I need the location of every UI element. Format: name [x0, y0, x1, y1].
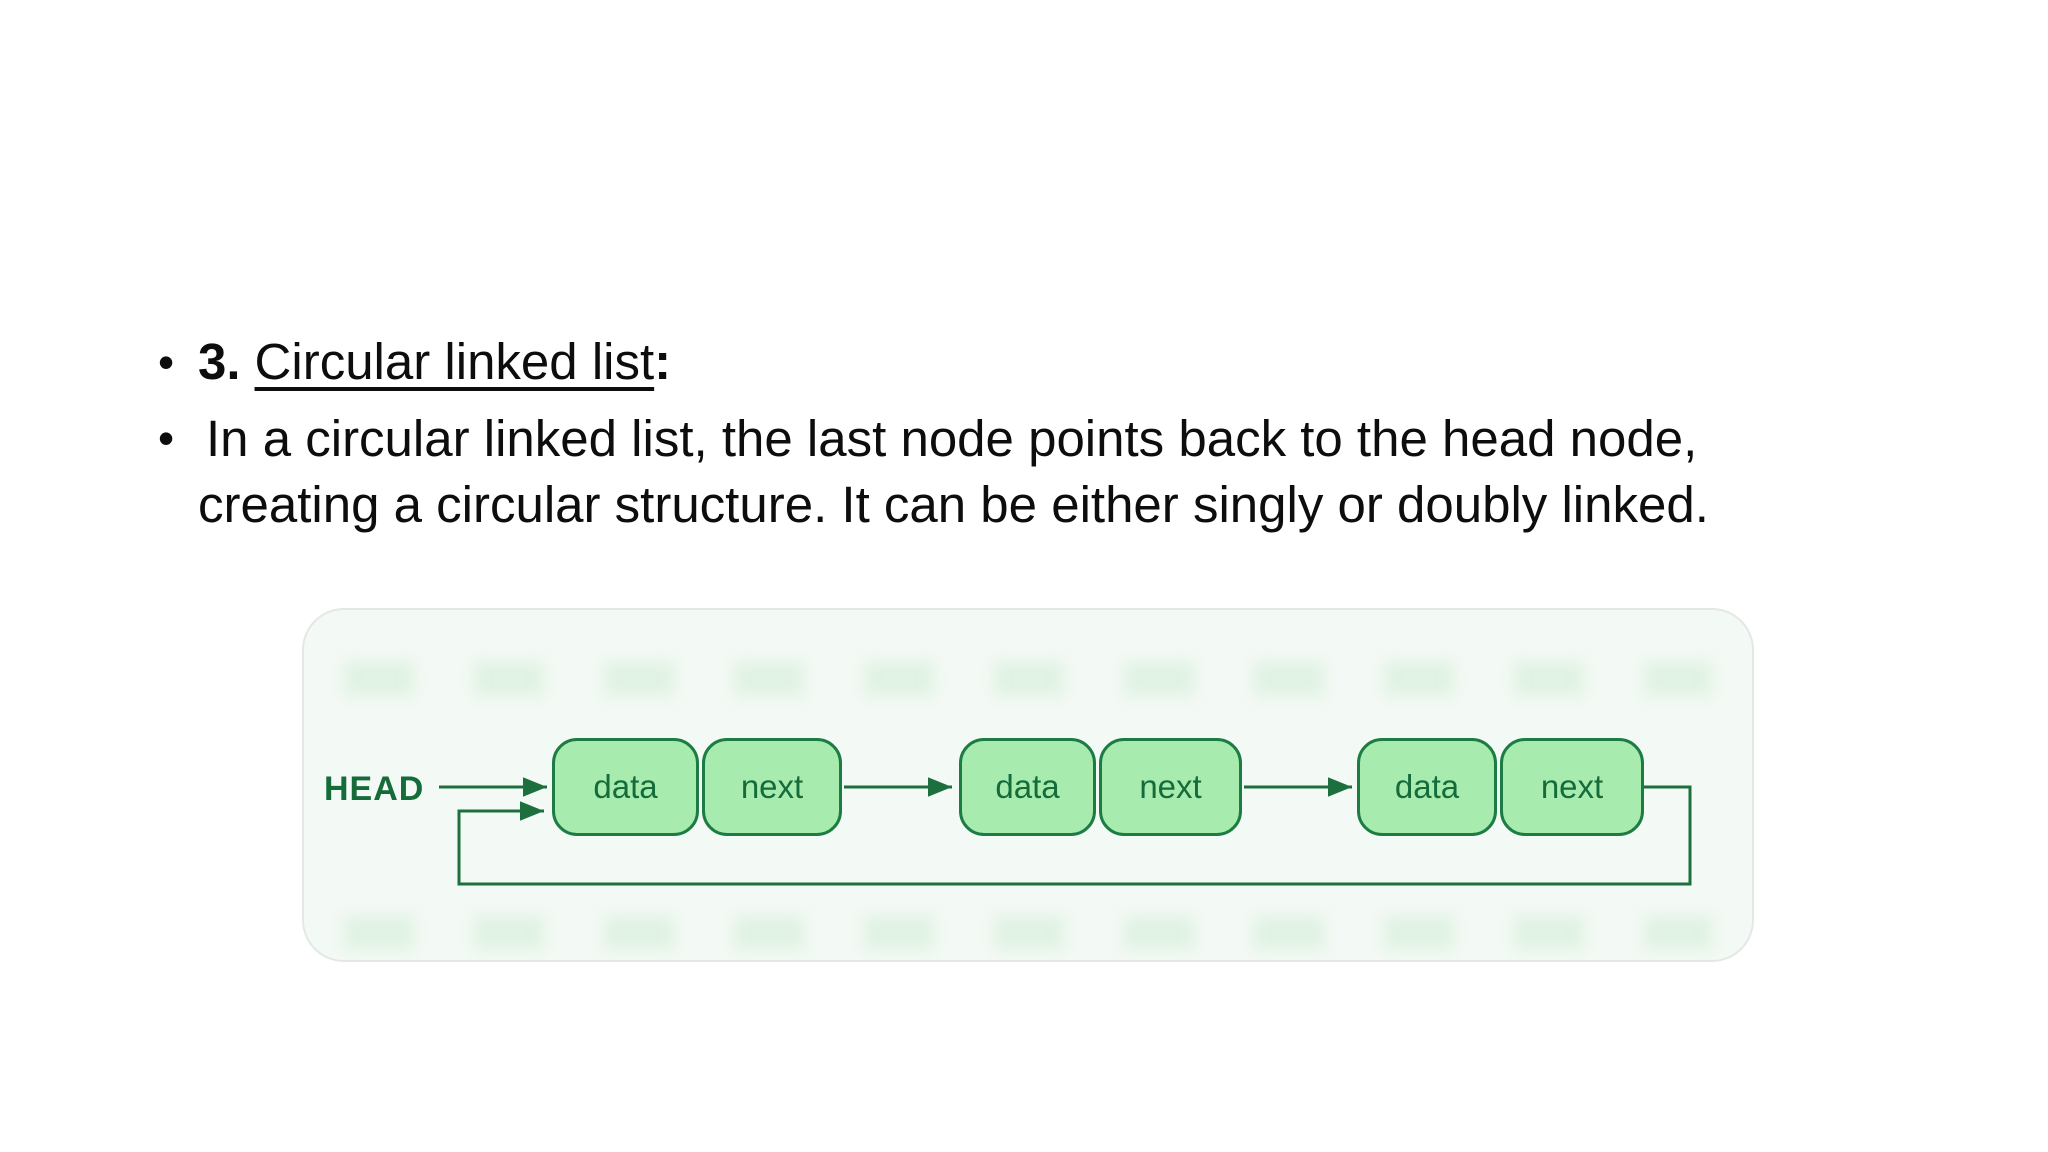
title-bullet: •	[158, 336, 175, 388]
slide-body: • In a circular linked list, the last no…	[158, 406, 1709, 538]
loop-back-arrow	[457, 785, 1692, 886]
title-text: 3.Circular linked list:	[198, 330, 671, 394]
body-line-2: creating a circular structure. It can be…	[198, 476, 1709, 533]
node1-data-cell: data	[552, 738, 699, 836]
title-colon: :	[654, 333, 672, 390]
title-topic: Circular linked list	[254, 333, 655, 390]
pointer-arrows-svg	[439, 777, 1692, 886]
title-number: 3.	[198, 333, 241, 390]
slide-title: • 3.Circular linked list:	[158, 330, 671, 394]
node1-next-cell: next	[702, 738, 842, 836]
node2-next-cell: next	[1099, 738, 1242, 836]
body-paragraph: In a circular linked list, the last node…	[198, 406, 1709, 538]
node3-data-cell: data	[1357, 738, 1497, 836]
node2-data-cell: data	[959, 738, 1096, 836]
body-line-1: In a circular linked list, the last node…	[206, 410, 1698, 467]
head-pointer-label: HEAD	[324, 770, 425, 808]
node3-next-cell: next	[1500, 738, 1644, 836]
body-bullet: •	[158, 412, 175, 464]
circular-linked-list-diagram: HEAD data next data next data next	[302, 608, 1754, 962]
